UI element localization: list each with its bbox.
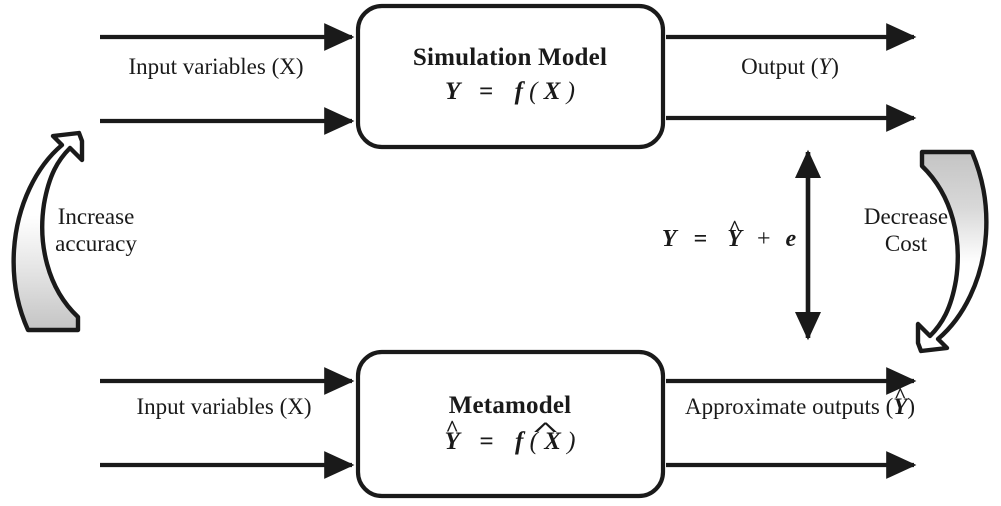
top-output-variable: Y bbox=[818, 54, 832, 79]
metamodel-title: Metamodel bbox=[448, 392, 572, 419]
top-output-prefix: Output ( bbox=[741, 54, 819, 79]
mid-eq-equals: = bbox=[693, 226, 708, 252]
mid-eq-lhs: Y bbox=[661, 226, 676, 252]
decrease-cost-caption: Decrease Cost bbox=[864, 203, 948, 257]
decrease-cost-line-1: Decrease bbox=[863, 204, 949, 229]
meta-eq-lhs-hat-group: ^ Y bbox=[444, 417, 460, 455]
top-output-label: Output (Y) bbox=[741, 54, 839, 80]
increase-accuracy-line-2: accuracy bbox=[55, 231, 137, 257]
meta-eq-lhs: Y bbox=[444, 428, 460, 455]
bottom-input-label: Input variables (X) bbox=[136, 394, 312, 419]
increase-accuracy-curved-arrow bbox=[11, 130, 85, 333]
decrease-cost-curved-arrow bbox=[915, 149, 989, 354]
bottom-output-variable: Y bbox=[893, 394, 908, 419]
sim-eq-function: f bbox=[514, 78, 523, 105]
mid-eq-yhat-group: ^ Y bbox=[727, 216, 742, 253]
top-output-suffix: ) bbox=[831, 54, 839, 79]
mid-eq-yhat: Y bbox=[727, 226, 742, 252]
mid-eq-error-term: e bbox=[785, 226, 797, 252]
decrease-cost-line-2: Cost bbox=[884, 231, 928, 257]
meta-eq-function: f bbox=[515, 428, 524, 455]
metamodel-box bbox=[355, 349, 666, 499]
sim-eq-paren-open: ( bbox=[529, 78, 538, 105]
error-equation: Y = ^ Y + e bbox=[661, 216, 797, 253]
sim-eq-argument: X bbox=[543, 78, 561, 105]
mid-eq-plus: + bbox=[756, 226, 771, 252]
meta-eq-paren-open: ( bbox=[529, 428, 538, 455]
metamodel-equation: ^ Y = ^ f ( X ) bbox=[444, 417, 576, 455]
simulation-model-equation: Y = f ( X ) bbox=[445, 78, 575, 105]
bottom-output-variable-group: ^Y bbox=[893, 385, 908, 420]
simulation-model-title: Simulation Model bbox=[412, 44, 608, 71]
meta-eq-equals: = bbox=[479, 428, 494, 455]
meta-eq-rhs-widehat-group: ^ f ( X ) bbox=[515, 420, 576, 455]
meta-eq-paren-close: ) bbox=[567, 428, 576, 455]
bottom-output-prefix: Approximate outputs ( bbox=[685, 394, 894, 419]
bottom-output-label: Approximate outputs (^Y) bbox=[685, 385, 915, 420]
increase-accuracy-caption: Increase accuracy bbox=[55, 203, 137, 257]
sim-eq-paren-close: ) bbox=[566, 78, 576, 105]
sim-eq-lhs: Y bbox=[444, 78, 460, 105]
top-input-label: Input variables (X) bbox=[128, 54, 304, 79]
meta-eq-argument: X bbox=[544, 428, 561, 455]
simulation-model-box bbox=[355, 3, 666, 150]
increase-accuracy-line-1: Increase bbox=[57, 204, 135, 229]
sim-eq-equals: = bbox=[478, 78, 494, 105]
bottom-output-suffix: ) bbox=[907, 394, 915, 419]
